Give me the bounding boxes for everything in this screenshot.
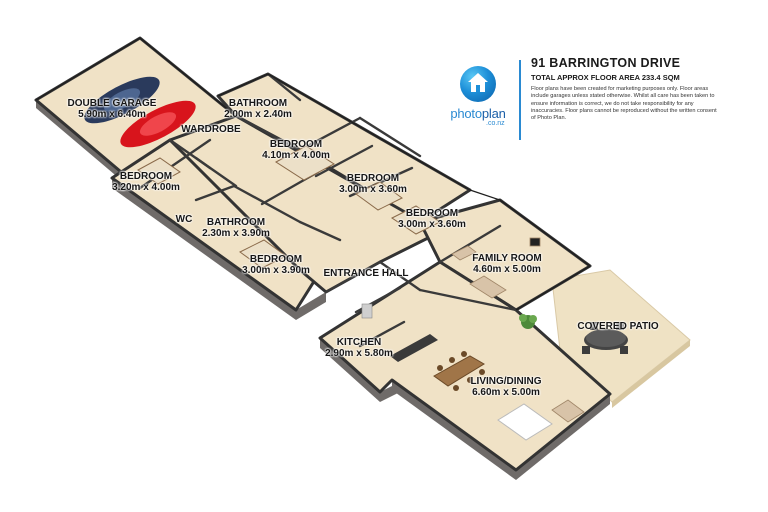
total-floor-area: TOTAL APPROX FLOOR AREA 233.4 SQM	[531, 73, 680, 82]
property-address: 91 BARRINGTON DRIVE	[531, 56, 681, 70]
garage-cars	[84, 76, 196, 148]
dining-set	[433, 351, 485, 391]
house-logo-icon	[460, 66, 496, 102]
interior-walls	[138, 72, 518, 348]
brand-name-suffix: plan	[481, 106, 506, 121]
patio-edge	[612, 340, 690, 408]
patio-table	[582, 322, 628, 354]
disclaimer-text: Floor plans have been created for market…	[531, 86, 717, 122]
exterior-walls	[36, 100, 610, 480]
living-furniture	[497, 399, 585, 441]
brand-domain: .co.nz	[486, 120, 505, 127]
family-room-furniture	[451, 237, 541, 299]
wall-tops	[35, 37, 591, 311]
potted-plant	[519, 314, 537, 329]
brand-name-prefix: photo	[450, 106, 482, 121]
property-info: 91 BARRINGTON DRIVE TOTAL APPROX FLOOR A…	[531, 56, 721, 122]
beds	[137, 145, 441, 269]
brand-wordmark: photoplan	[444, 106, 512, 121]
kitchen-bench	[361, 303, 438, 362]
photoplan-logo: photoplan .co.nz	[444, 62, 512, 130]
header-divider	[519, 60, 521, 140]
